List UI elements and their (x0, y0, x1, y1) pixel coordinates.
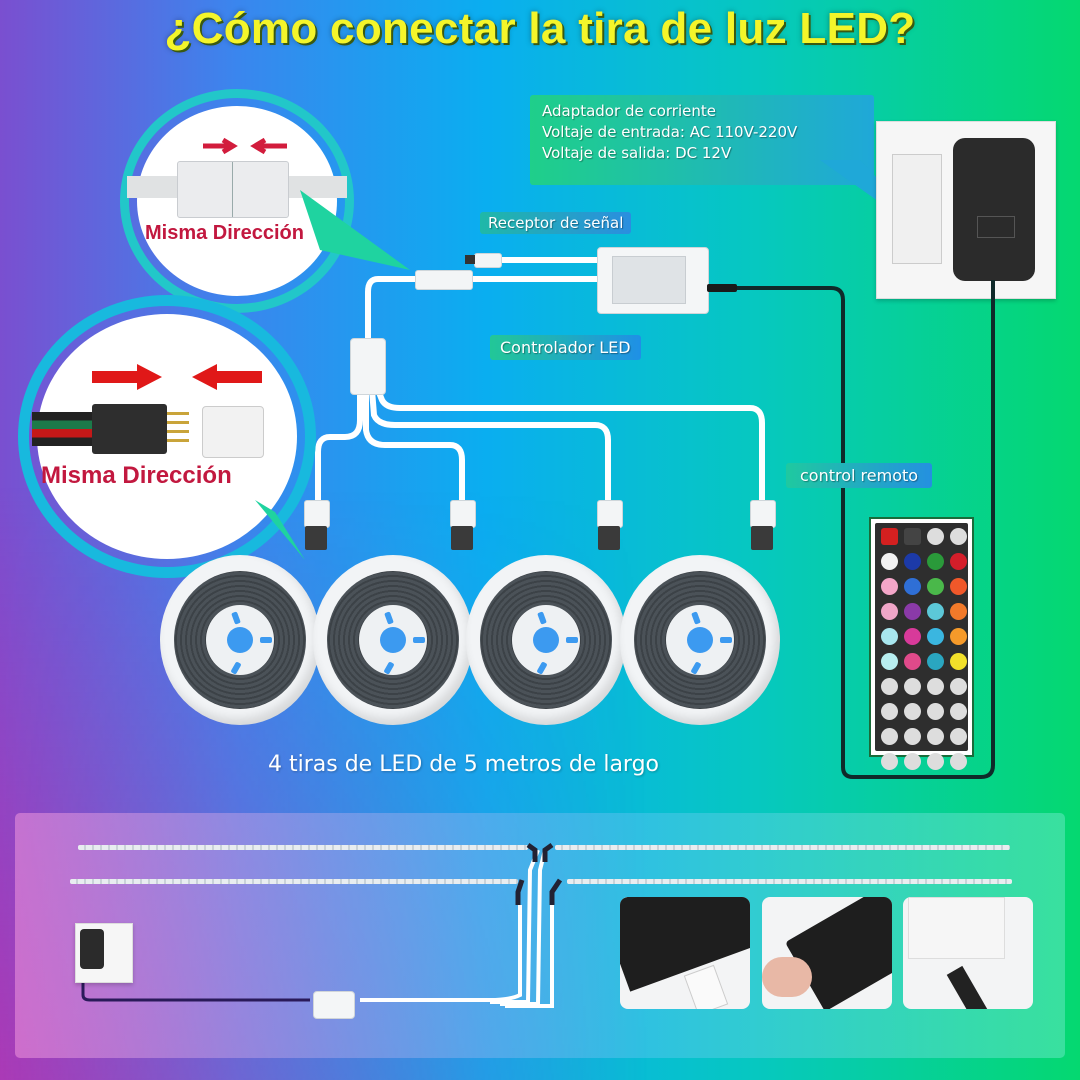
remote-color-button (881, 603, 898, 620)
dc-jack-icon (707, 284, 737, 292)
led-reel-2 (313, 555, 473, 725)
strip-plug-4-icon (751, 526, 773, 550)
ir-remote-control-icon (869, 517, 974, 770)
strip-connector-2 (450, 500, 476, 528)
strip-connector-3 (597, 500, 623, 528)
led-strip-top-right (555, 845, 1010, 850)
reel-hub-icon (533, 627, 559, 653)
ir-receiver-icon (474, 253, 502, 268)
reel-hub-icon (380, 627, 406, 653)
strip-plug-1-icon (305, 526, 327, 550)
remote-color-button (950, 578, 967, 595)
strip-plug-2-icon (451, 526, 473, 550)
bottom-adapter-icon (80, 929, 104, 969)
led-reel-1 (160, 555, 320, 725)
callout-bubble-connector-2pin: Misma Dirección (127, 97, 347, 305)
remote-color-button (950, 653, 967, 670)
rgb-wires-icon (32, 412, 92, 446)
callout-1-text: Misma Dirección (145, 222, 304, 244)
led-controller-icon (597, 247, 709, 314)
power-button-icon (881, 528, 898, 545)
remote-function-grid (878, 676, 967, 776)
arrows-inward-icon (203, 137, 287, 155)
remote-color-button (881, 553, 898, 570)
reels-caption: 4 tiras de LED de 5 metros de largo (268, 752, 660, 777)
remote-color-button (950, 628, 967, 645)
white-4pin-socket-icon (202, 406, 264, 458)
arrows-inward-icon (92, 364, 262, 390)
callout-2-text: Misma Dirección (41, 462, 232, 489)
receiver-label: Receptor de señal (480, 212, 632, 234)
power-adapter-icon (953, 138, 1035, 281)
reel-hub-icon (227, 627, 253, 653)
strip-connector-4 (750, 500, 776, 528)
photo-remote-press (762, 897, 892, 1009)
led-strip-top-left (78, 845, 528, 850)
brightness-down-icon (927, 528, 944, 545)
reel-hub-icon (687, 627, 713, 653)
remote-color-button (904, 578, 921, 595)
brightness-up-icon (950, 528, 967, 545)
bottom-controller-icon (313, 991, 355, 1019)
remote-label: control remoto (786, 463, 933, 488)
adapter-info-label: Adaptador de corriente Voltaje de entrad… (530, 95, 874, 185)
remote-color-button (927, 653, 944, 670)
photo-controller-jack (903, 897, 1033, 1009)
remote-color-grid (878, 551, 967, 676)
ir-receiver-tip (465, 255, 475, 264)
adapter-input-voltage: Voltaje de entrada: AC 110V-220V (542, 123, 798, 141)
play-button-icon (904, 528, 921, 545)
white-connector-pair-icon (177, 161, 289, 218)
adapter-output-voltage: Voltaje de salida: DC 12V (542, 144, 732, 162)
led-strip-bottom-right (567, 879, 1012, 884)
gold-pins-icon (167, 412, 189, 448)
strip-plug-3-icon (598, 526, 620, 550)
remote-color-button (927, 578, 944, 595)
remote-color-button (950, 603, 967, 620)
remote-color-button (881, 628, 898, 645)
callout-bubble-connector-rgb: Misma Dirección (28, 305, 306, 568)
remote-color-button (881, 578, 898, 595)
led-reel-4 (620, 555, 780, 725)
remote-color-button (904, 553, 921, 570)
remote-top-row (878, 526, 967, 551)
light-switch-icon (892, 154, 942, 264)
adapter-title: Adaptador de corriente (542, 102, 716, 120)
remote-color-button (927, 553, 944, 570)
black-4pin-connector-icon (92, 404, 167, 454)
led-strip-bottom-left (70, 879, 518, 884)
page-title: ¿Cómo conectar la tira de luz LED? (164, 4, 916, 53)
led-reel-3 (466, 555, 626, 725)
callout-1-pointer (300, 190, 410, 270)
splitter-4way-icon (350, 338, 386, 395)
callout-2-pointer (255, 500, 305, 560)
remote-color-button (904, 603, 921, 620)
inline-connector-icon (415, 270, 473, 290)
photo-adapter-plug (620, 897, 750, 1009)
controller-label: Controlador LED (490, 335, 641, 360)
remote-color-button (927, 628, 944, 645)
remote-color-button (904, 653, 921, 670)
remote-color-button (904, 628, 921, 645)
bottom-wall-outlet-icon (75, 923, 133, 983)
remote-color-button (950, 553, 967, 570)
remote-color-button (927, 603, 944, 620)
remote-color-button (881, 653, 898, 670)
